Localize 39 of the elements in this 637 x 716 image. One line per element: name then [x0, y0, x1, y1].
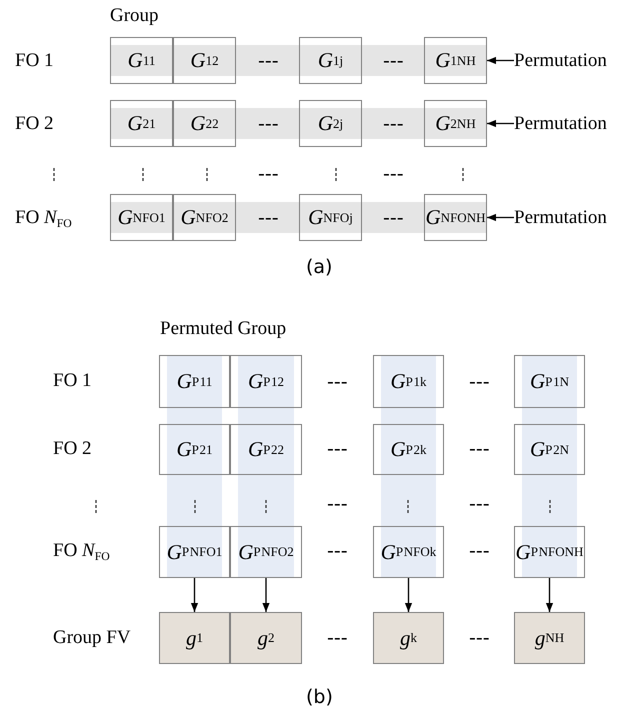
ellipsis-dash: ---	[469, 371, 490, 393]
permutation-label: Permutation	[514, 100, 624, 147]
arrow	[487, 120, 514, 128]
arrow	[190, 578, 198, 612]
row-label: FO 1	[15, 50, 54, 72]
ellipsis-dash: ---	[327, 371, 348, 393]
row-label: FO N$_{FO}$	[15, 207, 72, 229]
ellipsis-dash: ---	[327, 540, 348, 562]
heading: Permuted Group	[160, 318, 286, 340]
ellipsis-dash: ---	[383, 113, 404, 135]
ellipsis-dash: ---	[327, 493, 348, 515]
ellipsis-dash: ---	[258, 113, 279, 135]
ellipsis-dash: ---	[469, 493, 490, 515]
ellipsis-dash: ---	[469, 540, 490, 562]
panel-caption: (a)	[306, 256, 332, 278]
row-label: FO 1	[53, 370, 92, 392]
ellipsis-dash: ---	[258, 50, 279, 72]
ellipsis-dash: ---	[469, 627, 490, 649]
panel-caption: (b)	[306, 686, 333, 708]
ellipsis-dash: ---	[327, 438, 348, 460]
ellipsis-dash: ---	[383, 207, 404, 229]
permutation-label: Permutation	[514, 194, 624, 241]
permutation-label: Permutation	[514, 37, 624, 84]
arrow	[262, 578, 270, 612]
ellipsis-dash: ---	[383, 50, 404, 72]
ellipsis-dash: ---	[469, 438, 490, 460]
arrow	[487, 214, 514, 222]
arrow	[404, 578, 412, 612]
ellipsis-dash: ---	[327, 627, 348, 649]
arrow	[546, 578, 554, 612]
arrow	[487, 56, 514, 64]
row-label: FO 2	[53, 438, 92, 460]
heading: Group	[110, 5, 159, 27]
row-label: FO N$_{FO}$	[53, 540, 110, 562]
row-label: FO 2	[15, 113, 54, 135]
ellipsis-dash: ---	[383, 163, 404, 185]
ellipsis-dash: ---	[258, 163, 279, 185]
row-label: Group FV	[53, 627, 131, 649]
ellipsis-dash: ---	[258, 207, 279, 229]
